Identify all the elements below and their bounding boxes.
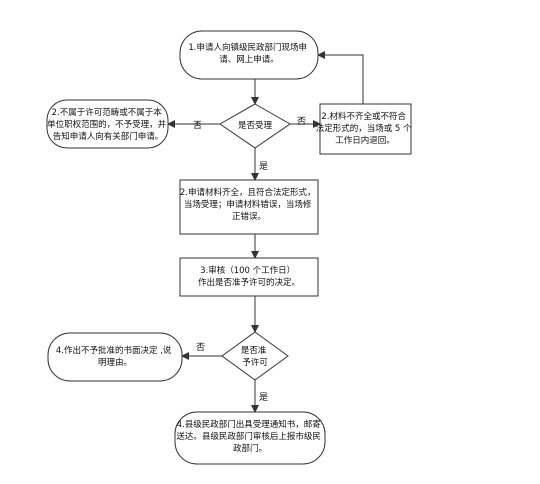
edge-label-no-left-2: 否: [196, 342, 205, 353]
node-3-line-2: 当场受理；申请材料错误，当场修: [184, 199, 312, 210]
node-6-line-3: 政部门。: [233, 443, 267, 454]
edge-n2b-n1: [317, 51, 364, 104]
node-2-text: 2.不属于许可范畴或不属于本 单位职权范围的，不予受理，并 告知申请人向有关部门…: [47, 107, 169, 142]
node-3-line-1: 2.申请材料齐全，且符合法定形式，: [180, 187, 316, 198]
edge-label-no-right-1: 否: [297, 116, 306, 127]
node-1-text: 1.申请人向镇级民政部门现场申 请、网上申请。: [188, 42, 309, 65]
node-3-accepted: [179, 179, 319, 235]
node-5-line-2: 明理由。: [98, 357, 132, 368]
node-6-notice: [174, 411, 326, 465]
node-3-line-3: 正错误。: [232, 211, 266, 222]
node-4-line-1: 3.审核（100 个工作日）: [200, 265, 295, 276]
edge-label-yes-2: 是: [259, 392, 268, 403]
node-2b-line-2: 法定形式的，当场或 5 个: [316, 123, 412, 134]
decision-1-accept: [219, 103, 291, 149]
node-2-line-3: 告知申请人向有关部门申请。: [53, 131, 164, 142]
node-4-text: 3.审核（100 个工作日） 作出是否准予许可的决定。: [198, 265, 300, 288]
decision-1-text: 是否受理: [238, 120, 273, 131]
node-3-text: 2.申请材料齐全，且符合法定形式， 当场受理；申请材料错误，当场修 正错误。: [180, 187, 318, 222]
node-1-line-1: 1.申请人向镇级民政部门现场申: [188, 42, 307, 53]
node-2-line-2: 单位职权范围的，不予受理，并: [47, 119, 167, 130]
decision-2-line-1: 是否准: [241, 345, 267, 356]
node-1-line-2: 请、网上申请。: [219, 54, 279, 65]
node-2b-text: 2.材料不齐全或不符合 法定形式的，当场或 5 个 工作日内退回。: [316, 111, 415, 146]
node-5-text: 4.作出不予批准的书面决定 ,说 明理由。: [56, 345, 174, 368]
node-5-reject: [47, 332, 183, 382]
decision-1-line-1: 是否受理: [238, 120, 273, 131]
node-4-review: [179, 257, 319, 297]
node-4-line-2: 作出是否准予许可的决定。: [198, 277, 300, 288]
decision-2-approve: [221, 331, 289, 381]
node-2b-incomplete: [319, 103, 412, 155]
decision-2-line-2: 予许可: [242, 357, 268, 368]
node-1-apply: [179, 30, 319, 80]
node-5-line-1: 4.作出不予批准的书面决定 ,说: [56, 345, 172, 356]
decision-2-text: 是否准 予许可: [241, 345, 269, 368]
edge-label-no-left-1: 否: [193, 120, 202, 131]
node-2-out-of-scope: [46, 99, 169, 149]
edge-label-yes-1: 是: [259, 161, 268, 172]
node-6-line-1: 4.县级民政部门出具受理通知书，邮寄: [177, 419, 322, 430]
node-6-text: 4.县级民政部门出具受理通知书，邮寄 送达。县级民政部门审核后上报市级民 政部门…: [176, 419, 323, 454]
node-2b-line-1: 2.材料不齐全或不符合: [321, 111, 406, 122]
node-2b-line-3: 工作日内退回。: [335, 135, 395, 146]
node-2-line-1: 2.不属于许可范畴或不属于本: [52, 107, 163, 118]
node-6-line-2: 送达。县级民政部门审核后上报市级民: [176, 431, 321, 442]
